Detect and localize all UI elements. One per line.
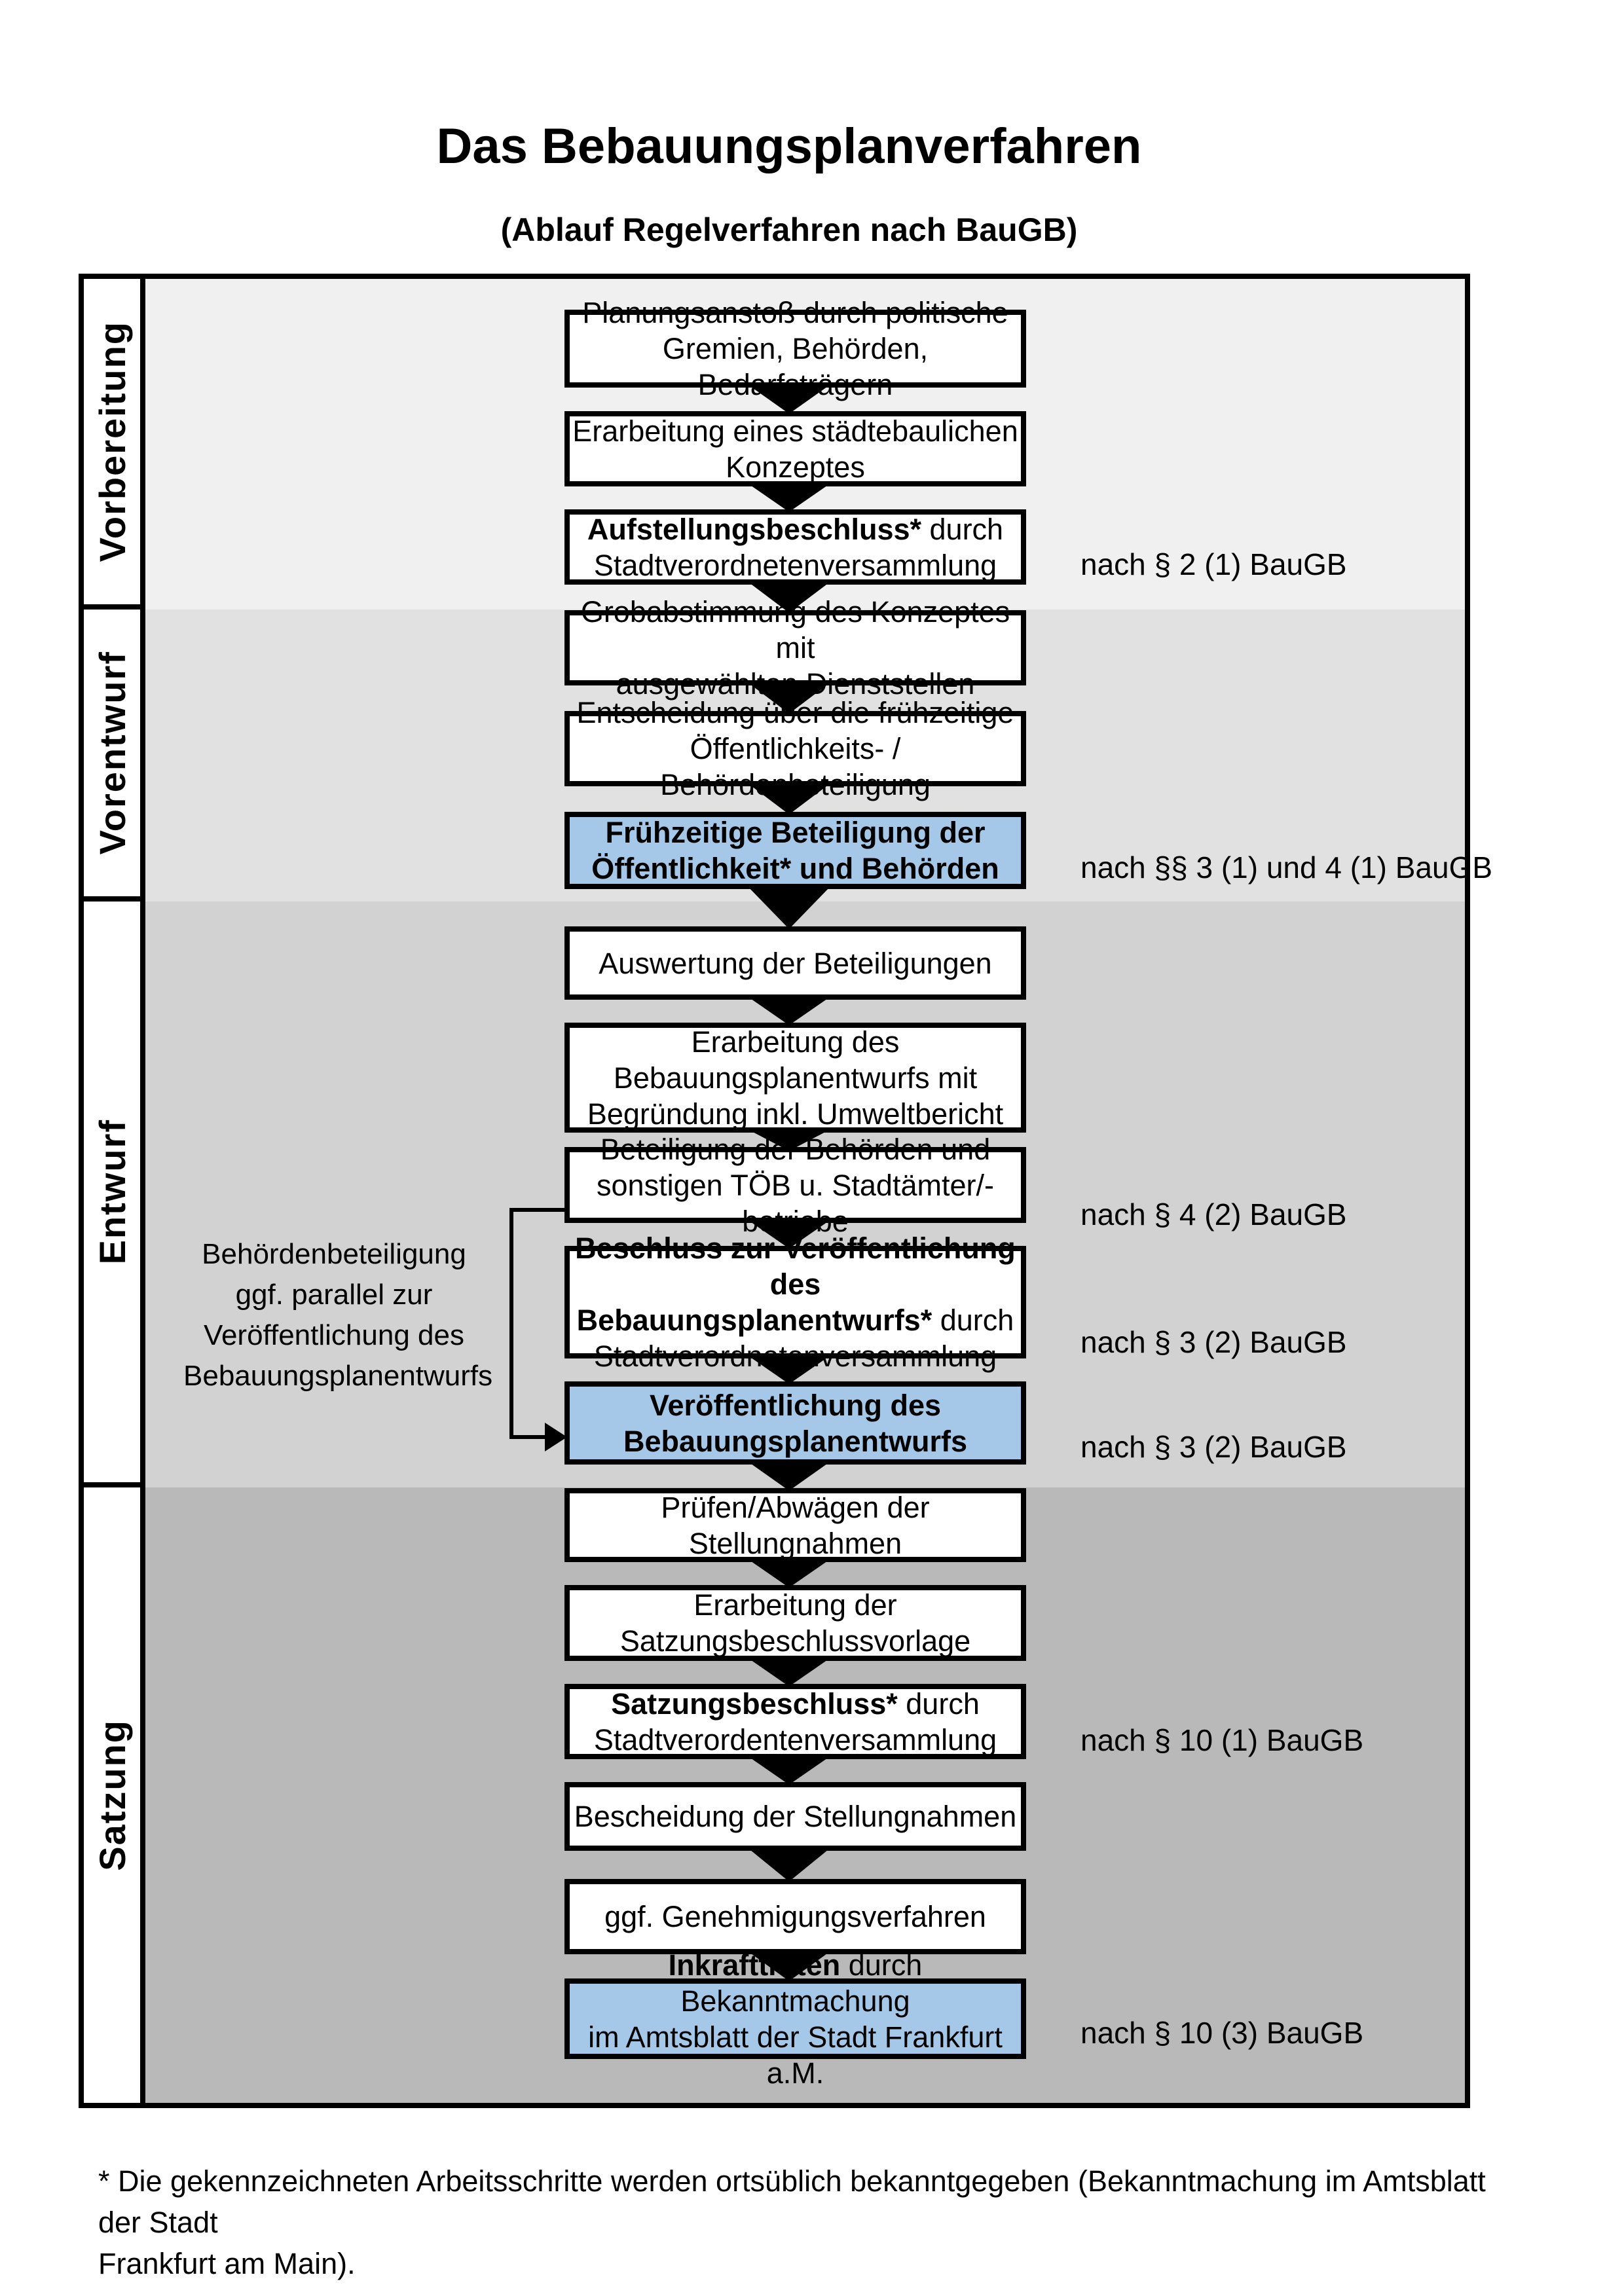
flow-step-auswertung: Auswertung der Beteiligungen [564, 926, 1026, 1000]
phase-cell-satzung: Satzung [84, 1487, 140, 2103]
footnote: * Die gekennzeichneten Arbeitsschritte w… [98, 2160, 1486, 2284]
phase-cell-vorbereitung: Vorbereitung [84, 279, 140, 610]
side-note-behoerdenbeteiligung: Behördenbeteiligung ggf. parallel zur Ve… [183, 1234, 493, 1396]
flow-step-genehmigungsverfahren: ggf. Genehmigungsverfahren [564, 1879, 1026, 1954]
law-reference: nach § 4 (2) BauGB [1080, 1197, 1347, 1231]
flow-step-pruefen-abwaegen: Prüfen/Abwägen der Stellungnahmen [564, 1488, 1026, 1562]
phase-label-entwurf: Entwurf [91, 1119, 133, 1265]
page-subtitle: (Ablauf Regelverfahren nach BauGB) [500, 211, 1078, 248]
law-reference: nach § 3 (2) BauGB [1080, 1325, 1347, 1359]
side-note-line: Veröffentlichung des [204, 1319, 464, 1351]
bracket-line [509, 1208, 567, 1212]
footnote-line: * Die gekennzeichneten Arbeitsschritte w… [98, 2164, 1502, 2239]
page-title: Das Bebauungsplanverfahren [436, 118, 1142, 174]
phase-cell-vorentwurf: Vorentwurf [84, 610, 140, 902]
flow-step-bescheidung: Bescheidung der Stellungnahmen [564, 1782, 1026, 1851]
law-reference: nach § 2 (1) BauGB [1080, 547, 1347, 581]
phase-label-vorentwurf: Vorentwurf [91, 651, 133, 855]
phase-label-column [84, 279, 145, 2103]
phase-label-vorbereitung: Vorbereitung [91, 321, 133, 562]
law-reference: nach §§ 3 (1) und 4 (1) BauGB [1080, 850, 1493, 884]
phase-cell-entwurf: Entwurf [84, 902, 140, 1487]
side-note-line: ggf. parallel zur [235, 1279, 433, 1311]
law-reference: nach § 10 (3) BauGB [1080, 2016, 1364, 2050]
law-reference: nach § 3 (2) BauGB [1080, 1430, 1347, 1464]
law-reference: nach § 10 (1) BauGB [1080, 1723, 1364, 1757]
side-note-line: Bebauungsplanentwurfs [183, 1360, 493, 1392]
side-note-line: Behördenbeteiligung [202, 1238, 466, 1270]
footnote-line: Frankfurt am Main). [98, 2247, 356, 2280]
bracket-line [509, 1208, 513, 1438]
phase-label-satzung: Satzung [91, 1719, 133, 1871]
bracket-line [509, 1435, 547, 1439]
